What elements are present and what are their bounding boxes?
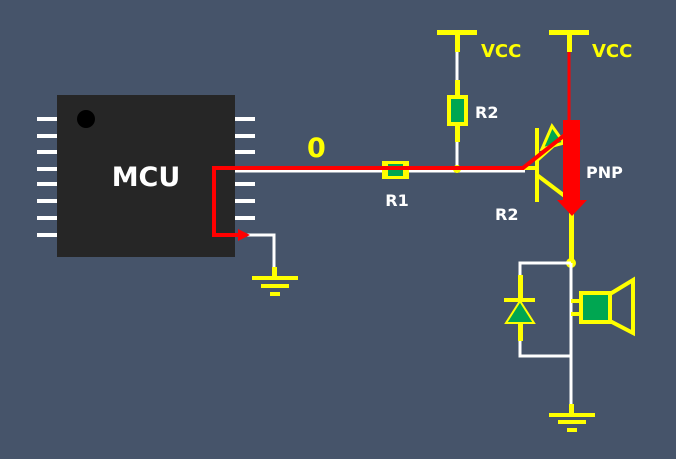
r2-lead-top bbox=[455, 80, 460, 96]
vcc-left-label: VCC bbox=[481, 41, 521, 62]
r1-label: R1 bbox=[385, 191, 408, 210]
current-arrow-transistor bbox=[557, 120, 587, 216]
signal-level-label: 0 bbox=[307, 133, 326, 164]
r2-base-label: R2 bbox=[495, 205, 518, 224]
diode bbox=[504, 275, 536, 341]
diode-wire-top bbox=[518, 261, 571, 276]
speaker bbox=[571, 276, 635, 337]
collector-lead bbox=[569, 213, 574, 263]
vcc-supply-left bbox=[437, 30, 477, 52]
vcc-supply-right bbox=[549, 30, 589, 52]
current-path bbox=[212, 52, 571, 237]
mcu-right-pins bbox=[235, 117, 255, 220]
mcu-left-pins bbox=[37, 117, 58, 237]
ground-symbol-speaker bbox=[549, 404, 595, 432]
mcu-ground-wire bbox=[235, 233, 276, 270]
ground-symbol-mcu bbox=[252, 267, 298, 296]
transistor-label: PNP bbox=[586, 163, 623, 182]
r2-lead-bottom bbox=[455, 126, 460, 142]
current-arrow-mcu bbox=[238, 229, 250, 241]
mcu-label: MCU bbox=[112, 162, 181, 193]
vcc-right-label: VCC bbox=[592, 41, 632, 62]
diode-wire-bottom bbox=[518, 340, 571, 358]
resistor-r2 bbox=[447, 95, 468, 126]
r2-pullup-label: R2 bbox=[475, 103, 498, 122]
pin1-marker bbox=[77, 110, 95, 128]
